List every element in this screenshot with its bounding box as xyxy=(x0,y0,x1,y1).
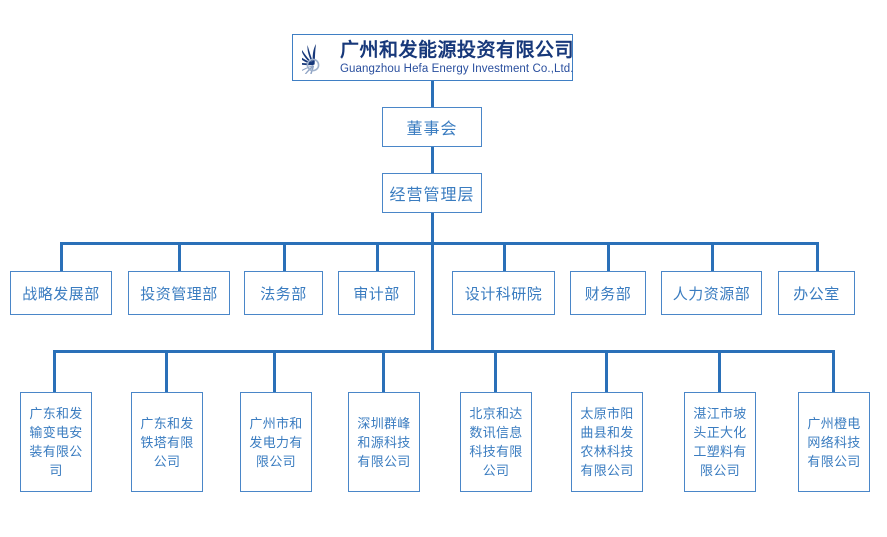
node-label: 经营管理层 xyxy=(389,187,475,204)
node-subsidiary-guangdong-transmission[interactable]: 广东和发输变电安装有限公司 xyxy=(20,392,92,492)
connector-drop-dept-4 xyxy=(376,242,379,271)
node-label: 投资管理部 xyxy=(140,285,218,303)
node-label: 北京和达数讯信息科技有限公司 xyxy=(469,406,523,478)
node-department-finance[interactable]: 财务部 xyxy=(570,271,646,315)
connector-drop-dept-6 xyxy=(607,242,610,271)
company-name-cn: 广州和发能源投资有限公司 xyxy=(340,39,575,61)
node-label: 设计科研院 xyxy=(464,285,543,303)
node-label: 湛江市坡头正大化工塑料有限公司 xyxy=(693,406,747,478)
connector-drop-dept-8 xyxy=(816,242,819,271)
node-management-layer[interactable]: 经营管理层 xyxy=(382,173,482,213)
connector-company-to-board xyxy=(431,81,434,107)
node-label: 广东和发输变电安装有限公司 xyxy=(29,406,83,478)
node-department-strategy[interactable]: 战略发展部 xyxy=(10,271,112,315)
connector-drop-dept-1 xyxy=(60,242,63,271)
node-label: 太原市阳曲县和发农林科技有限公司 xyxy=(580,406,634,478)
connector-drop-sub-8 xyxy=(832,350,835,392)
connector-drop-sub-1 xyxy=(53,350,56,392)
node-label: 审计部 xyxy=(353,285,400,303)
node-department-legal[interactable]: 法务部 xyxy=(244,271,323,315)
node-subsidiary-beijing-heda[interactable]: 北京和达数讯信息科技有限公司 xyxy=(460,392,532,492)
node-board-of-directors[interactable]: 董事会 xyxy=(382,107,482,147)
node-label: 广州市和发电力有限公司 xyxy=(249,415,303,469)
connector-drop-sub-7 xyxy=(718,350,721,392)
company-name-en: Guangzhou Hefa Energy Investment Co.,Ltd… xyxy=(340,62,574,75)
node-label: 办公室 xyxy=(793,285,840,303)
node-department-hr[interactable]: 人力资源部 xyxy=(661,271,762,315)
node-subsidiary-shenzhen-qunfeng[interactable]: 深圳群峰和源科技有限公司 xyxy=(348,392,420,492)
node-department-audit[interactable]: 审计部 xyxy=(338,271,415,315)
connector-subsidiary-bus xyxy=(53,350,835,353)
node-label: 深圳群峰和源科技有限公司 xyxy=(357,415,411,469)
radial-fan-logo-icon xyxy=(301,41,337,75)
node-label: 法务部 xyxy=(260,285,307,303)
node-label: 广东和发铁塔有限公司 xyxy=(140,415,194,469)
node-department-investment[interactable]: 投资管理部 xyxy=(128,271,230,315)
node-subsidiary-taiyuan-agriculture[interactable]: 太原市阳曲县和发农林科技有限公司 xyxy=(571,392,643,492)
connector-drop-sub-5 xyxy=(494,350,497,392)
node-department-design-research[interactable]: 设计科研院 xyxy=(452,271,555,315)
connector-drop-dept-3 xyxy=(283,242,286,271)
connector-department-bus xyxy=(60,242,817,245)
node-subsidiary-guangzhou-chengdian[interactable]: 广州橙电网络科技有限公司 xyxy=(798,392,870,492)
connector-main-trunk xyxy=(431,213,434,350)
connector-drop-sub-3 xyxy=(273,350,276,392)
node-department-office[interactable]: 办公室 xyxy=(778,271,855,315)
connector-drop-dept-7 xyxy=(711,242,714,271)
node-label: 广州橙电网络科技有限公司 xyxy=(807,415,861,469)
connector-board-to-management xyxy=(431,147,434,173)
node-subsidiary-guangdong-tower[interactable]: 广东和发铁塔有限公司 xyxy=(131,392,203,492)
node-label: 董事会 xyxy=(406,121,458,138)
connector-drop-sub-2 xyxy=(165,350,168,392)
connector-drop-sub-4 xyxy=(382,350,385,392)
node-subsidiary-guangzhou-power[interactable]: 广州市和发电力有限公司 xyxy=(240,392,312,492)
node-label: 财务部 xyxy=(584,285,632,303)
company-header-box[interactable]: 广州和发能源投资有限公司 Guangzhou Hefa Energy Inves… xyxy=(292,34,575,81)
node-label: 人力资源部 xyxy=(672,285,751,303)
connector-drop-dept-5 xyxy=(503,242,506,271)
node-label: 战略发展部 xyxy=(22,285,100,303)
connector-drop-sub-6 xyxy=(605,350,608,392)
connector-drop-dept-2 xyxy=(178,242,181,271)
node-subsidiary-zhanjiang-chemical[interactable]: 湛江市坡头正大化工塑料有限公司 xyxy=(684,392,756,492)
